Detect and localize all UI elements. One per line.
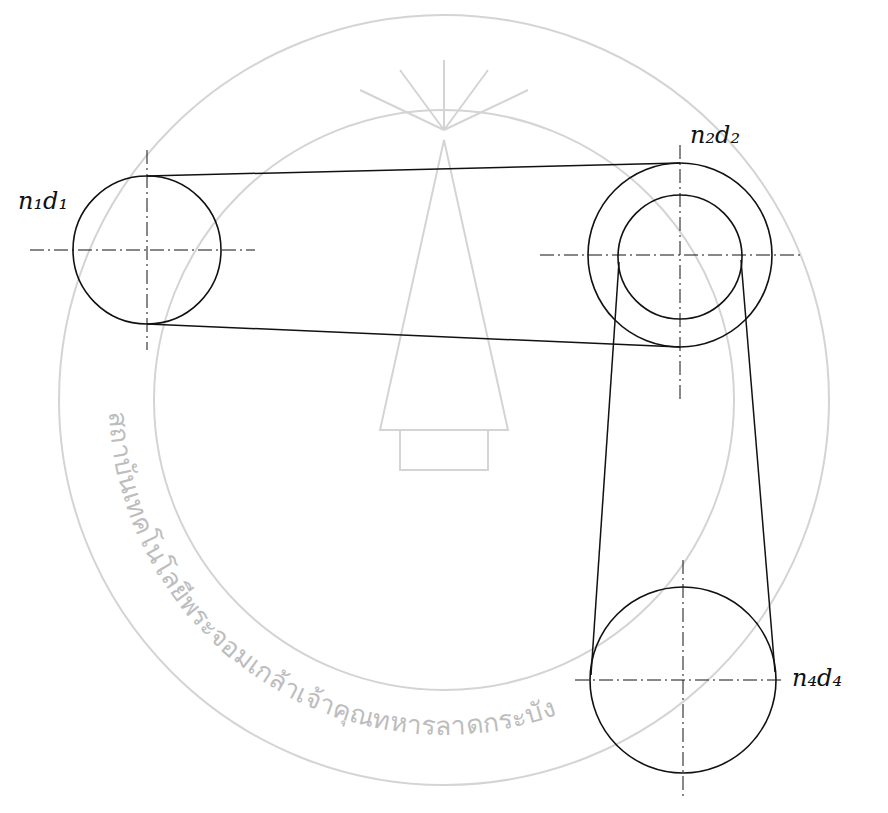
center-lines xyxy=(30,145,800,800)
pulley-label: n₁d₁ xyxy=(18,188,68,214)
watermark-text: สถาบันเทคโนโลยีพระจอมเกล้าเจ้าคุณทหารลาด… xyxy=(103,410,559,741)
pulley-label: n₂d₂ xyxy=(690,122,740,148)
pulley-label: n₄d₄ xyxy=(792,665,842,691)
watermark-seal xyxy=(59,15,829,785)
belts xyxy=(147,163,775,675)
watermark-text-holder: สถาบันเทคโนโลยีพระจอมเกล้าเจ้าคุณทหารลาด… xyxy=(103,410,559,741)
